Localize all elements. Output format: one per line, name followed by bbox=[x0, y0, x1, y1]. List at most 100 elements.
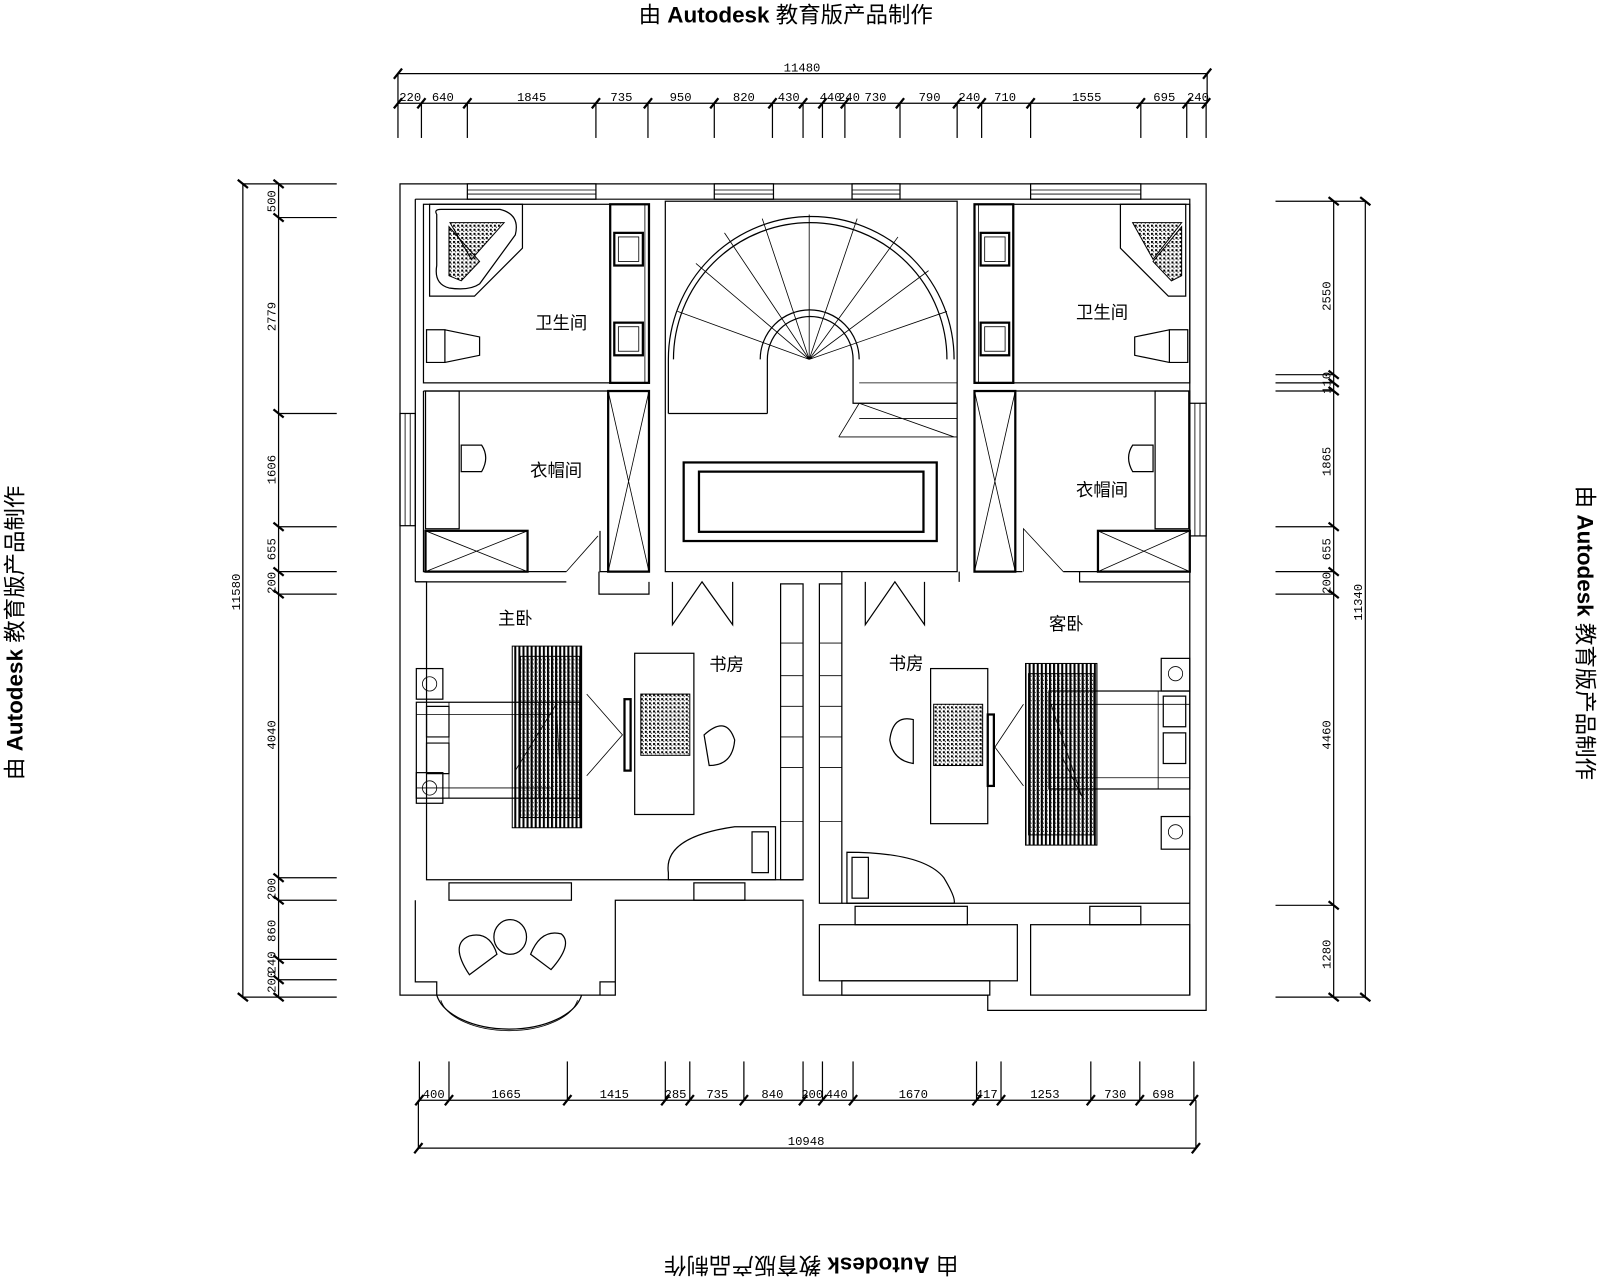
right-total-dimension: 11340 bbox=[1352, 584, 1366, 621]
top-segment-dimension: 730 bbox=[864, 91, 886, 105]
top-segment-dimension: 240 bbox=[838, 91, 860, 105]
top-segment-dimension: 1555 bbox=[1072, 91, 1101, 105]
left-segment-dimension: 500 bbox=[266, 190, 280, 212]
dimension-tick bbox=[660, 1094, 671, 1107]
dimension-tick bbox=[1201, 97, 1212, 110]
dimension-tick bbox=[272, 212, 285, 223]
top-segment-dimension: 790 bbox=[919, 91, 941, 105]
dimension-tick bbox=[1327, 566, 1340, 577]
closet-left bbox=[422, 389, 651, 573]
bottom-segment-dimension: 285 bbox=[664, 1088, 686, 1102]
dimension-tick bbox=[684, 1094, 695, 1107]
dimension-tick bbox=[272, 521, 285, 532]
bottom-segment-dimension: 417 bbox=[976, 1088, 998, 1102]
bottom-segment-dimension: 730 bbox=[1104, 1088, 1126, 1102]
dimension-tick bbox=[1327, 521, 1340, 532]
top-segment-dimension: 440 bbox=[820, 91, 842, 105]
room-label-closet-left: 衣帽间 bbox=[530, 462, 582, 482]
dimension-tick bbox=[848, 1094, 859, 1107]
dimension-tick bbox=[1327, 377, 1340, 388]
dimension-tick bbox=[817, 97, 828, 110]
dimension-tick bbox=[462, 97, 473, 110]
dimension-tick bbox=[643, 97, 653, 110]
closet-right bbox=[973, 389, 1191, 573]
dimension-tick bbox=[1181, 97, 1192, 110]
bottom-segment-dimension: 840 bbox=[761, 1088, 783, 1102]
bottom-total-dimension: 10948 bbox=[788, 1135, 825, 1149]
right-segment-dimension: 1865 bbox=[1321, 447, 1335, 476]
dimension-tick bbox=[590, 97, 601, 110]
dimension-tick bbox=[272, 895, 285, 906]
master-bedroom bbox=[415, 571, 777, 881]
room-label-master-bedroom: 主卧 bbox=[498, 610, 533, 630]
dimension-tick bbox=[798, 1094, 809, 1107]
top-segment-dimension: 820 bbox=[733, 91, 755, 105]
dimension-tick bbox=[1085, 1094, 1096, 1107]
dimension-tick bbox=[562, 1094, 573, 1107]
dimension-tick bbox=[272, 408, 285, 419]
dimension-tick bbox=[1327, 386, 1340, 396]
wardrobe-column bbox=[780, 583, 843, 904]
dimension-tick bbox=[1134, 1094, 1145, 1107]
dimension-tick bbox=[971, 1094, 982, 1107]
top-segment-dimension: 735 bbox=[610, 91, 632, 105]
bathroom-left bbox=[422, 203, 651, 384]
bottom-segment-dimension: 735 bbox=[706, 1088, 728, 1102]
left-segment-dimension: 860 bbox=[266, 920, 280, 942]
dimension-tick bbox=[272, 974, 285, 985]
left-segment-dimension: 200 bbox=[266, 971, 280, 993]
left-segment-dimension: 200 bbox=[266, 878, 280, 900]
top-segment-dimension: 240 bbox=[1187, 91, 1209, 105]
balcony bbox=[414, 882, 746, 1032]
dimension-tick bbox=[1327, 589, 1340, 600]
dimension-tick bbox=[709, 97, 720, 110]
dimension-tick bbox=[1327, 369, 1340, 380]
left-segment-dimension: 4040 bbox=[266, 720, 280, 749]
dimension-tick bbox=[798, 97, 809, 110]
dimension-tick bbox=[414, 1094, 425, 1107]
top-segment-dimension: 710 bbox=[994, 91, 1016, 105]
watermark-left: 由 Autodesk 教育版产品制作 bbox=[2, 486, 27, 780]
watermark-bottom: 由 Autodesk 教育版产品制作 bbox=[664, 1252, 958, 1277]
left-segment-dimension: 655 bbox=[266, 538, 280, 560]
room-label-bath-left: 卫生间 bbox=[535, 314, 587, 334]
right-segment-dimension: 655 bbox=[1321, 538, 1335, 560]
dimension-tick bbox=[767, 97, 778, 110]
bottom-segment-dimension: 1415 bbox=[600, 1088, 629, 1102]
dimension-tick bbox=[444, 1094, 454, 1107]
dimension-tick bbox=[1188, 1094, 1199, 1107]
right-segment-dimension: 110 bbox=[1321, 372, 1335, 394]
spiral-staircase bbox=[664, 200, 958, 573]
bottom-segment-dimension: 698 bbox=[1152, 1088, 1174, 1102]
bottom-segment-dimension: 1665 bbox=[491, 1088, 520, 1102]
rear-terrace bbox=[818, 905, 1191, 996]
left-segment-dimension: 240 bbox=[266, 951, 280, 973]
right-segment-dimension: 1280 bbox=[1321, 940, 1335, 969]
top-segment-dimension: 640 bbox=[432, 91, 454, 105]
right-segment-dimension: 2550 bbox=[1321, 281, 1335, 310]
left-segment-dimension: 1606 bbox=[266, 455, 280, 484]
dimension-tick bbox=[272, 954, 285, 965]
dimension-tick bbox=[1327, 900, 1340, 911]
dimension-tick bbox=[817, 1094, 828, 1107]
dimension-tick bbox=[272, 589, 285, 600]
room-label-closet-right: 衣帽间 bbox=[1076, 481, 1128, 501]
dimension-tick bbox=[272, 566, 285, 577]
right-segment-dimension: 4460 bbox=[1321, 720, 1335, 749]
bottom-segment-dimension: 200 bbox=[801, 1088, 823, 1102]
right-segment-dimension: 200 bbox=[1321, 572, 1335, 594]
dimension-tick bbox=[895, 97, 905, 110]
room-label-study-left: 书房 bbox=[709, 656, 744, 676]
left-segment-dimension: 2779 bbox=[266, 302, 280, 331]
dimension-tick bbox=[996, 1094, 1006, 1107]
dimension-tick bbox=[1135, 97, 1146, 110]
top-total-dimension: 11480 bbox=[784, 62, 821, 76]
left-segment-dimension: 200 bbox=[266, 572, 280, 594]
top-segment-dimension: 220 bbox=[399, 91, 421, 105]
dimension-tick bbox=[738, 1094, 749, 1107]
top-segment-dimension: 695 bbox=[1153, 91, 1175, 105]
left-total-dimension: 11580 bbox=[230, 574, 244, 611]
top-segment-dimension: 240 bbox=[958, 91, 980, 105]
